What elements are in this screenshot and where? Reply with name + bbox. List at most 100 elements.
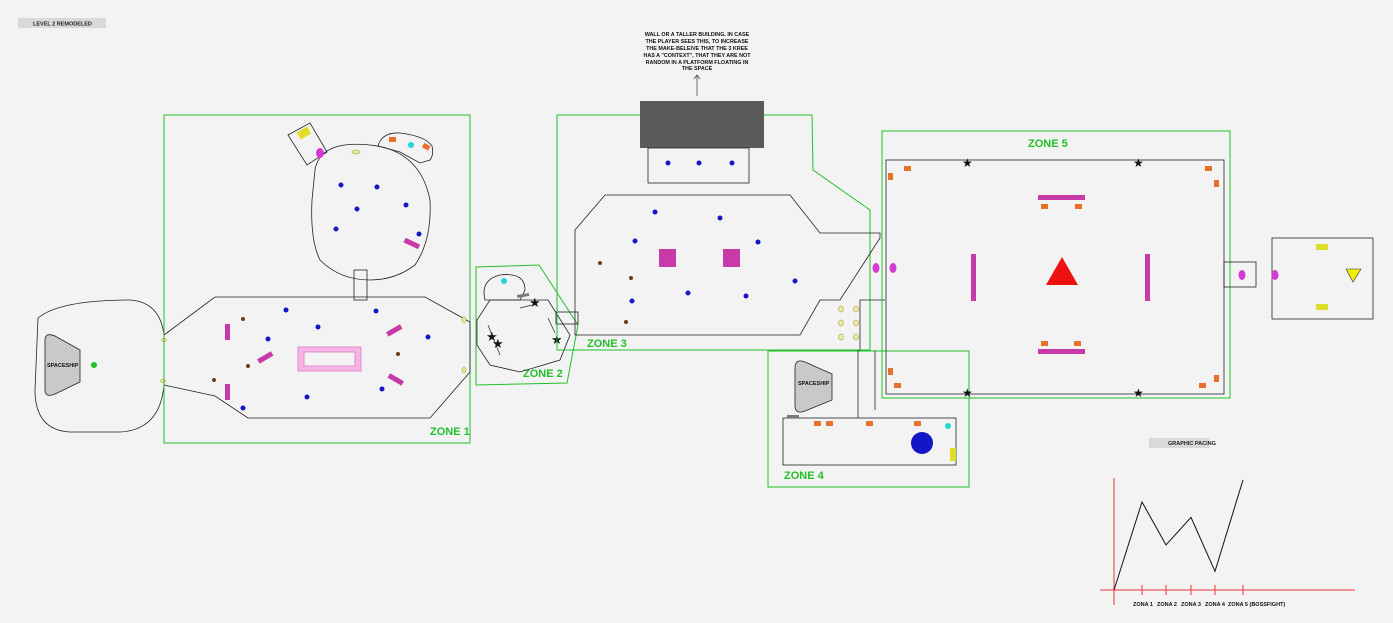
heal-pickup: [945, 423, 951, 429]
pacing-title-bg: [1149, 438, 1209, 448]
star-spawn-icon: ★: [529, 295, 541, 310]
player-spawn-marker: [91, 362, 97, 368]
start-spaceship: [44, 334, 81, 396]
enemy-marker: [240, 405, 246, 411]
pickup-orange: [389, 137, 396, 142]
note-line: RANDOM IN A PLATFORM FLOATING IN: [646, 60, 749, 66]
zone-4-boundary: [767, 350, 970, 488]
enemy-marker: [283, 307, 289, 313]
pickup-orange: [1199, 383, 1206, 388]
pickup-orange: [1205, 166, 1212, 171]
enemy-marker: [685, 290, 691, 296]
zone-4-spaceship: [794, 360, 833, 413]
zone-4-room: [782, 417, 957, 466]
cover-wall: [386, 324, 403, 337]
zone-3-back-room: [647, 147, 750, 184]
pickup-orange: [1074, 341, 1081, 346]
center-platform-inner: [303, 351, 356, 367]
pacing-title: GRAPHIC PACING: [1168, 441, 1216, 447]
door-marker: [461, 366, 467, 374]
connector-path: [859, 299, 885, 350]
zone-5-label: ZONE 5: [1028, 138, 1068, 150]
corridor: [1223, 261, 1257, 288]
pickup-orange: [1075, 204, 1082, 209]
zone-4-spaceship-label: SPACESHIP: [798, 381, 830, 387]
door-marker: [853, 333, 859, 341]
zone-1-label: ZONE 1: [430, 426, 470, 438]
note-line: HAS A "CONTEXT", THAT THEY ARE NOT: [643, 53, 751, 59]
item-marker: [396, 352, 400, 356]
ledge: [787, 415, 799, 418]
purple-teleporter: [872, 263, 880, 273]
pacing-tick-label: ZONA 2: [1157, 602, 1177, 608]
yellow-crate: [1316, 244, 1328, 250]
door-marker: [853, 319, 859, 327]
cover-wall: [387, 373, 404, 386]
pickup-orange: [894, 383, 901, 388]
purple-teleporter: [1271, 270, 1279, 280]
item-marker: [241, 317, 245, 321]
enemy-marker: [333, 226, 339, 232]
star-spawn-icon: ★: [486, 329, 498, 344]
pickup-orange: [826, 421, 833, 426]
door-marker: [461, 316, 467, 324]
enemy-marker: [265, 336, 271, 342]
zone-3-boundary: [556, 114, 871, 351]
cover-wall: [971, 254, 976, 301]
zone-5-boundary: [881, 130, 1231, 399]
star-spawn-icon: ★: [962, 156, 973, 170]
enemy-marker: [696, 160, 702, 166]
cover-wall: [257, 351, 274, 364]
purple-teleporter: [316, 148, 324, 158]
enemy-marker: [792, 278, 798, 284]
cover-block: [723, 249, 740, 267]
note-line: THE SPACE: [682, 66, 713, 72]
pacing-tick-label: ZONA 5 (BOSSFIGHT): [1228, 602, 1285, 608]
door-marker: [160, 379, 166, 383]
note-line: THE PLAYER SEES THIS, TO INCREASE: [645, 39, 748, 45]
zone-1-boundary: [163, 114, 471, 444]
enemy-marker: [665, 160, 671, 166]
item-marker: [212, 378, 216, 382]
enemy-marker: [374, 184, 380, 190]
cover-block: [659, 249, 676, 267]
cover-wall: [1038, 349, 1085, 354]
goal-marker: [1345, 268, 1362, 283]
corridor: [353, 269, 368, 301]
pickup-orange: [888, 368, 893, 375]
door-marker: [838, 333, 844, 341]
pickup-orange: [421, 142, 431, 151]
zone-1-alcove: [287, 122, 328, 166]
pacing-tick-label: ZONA 3: [1181, 602, 1201, 608]
zone-4-label: ZONE 4: [784, 470, 825, 482]
note-line: WALL OR A TALLER BUILDING. IN CASE: [645, 32, 750, 38]
heal-pickup: [408, 142, 414, 148]
enemy-marker: [729, 160, 735, 166]
zone-2-boundary: [475, 264, 579, 386]
tall-building-wall: [640, 101, 764, 148]
pacing-tick-label: ZONA 4: [1205, 602, 1226, 608]
enemy-marker: [743, 293, 749, 299]
star-spawn-icon: ★: [492, 336, 504, 351]
pickup-orange: [1214, 180, 1219, 187]
pacing-tick-label: ZONA 1: [1133, 602, 1153, 608]
star-spawn-icon: ★: [1133, 386, 1144, 400]
pickup-orange: [1214, 375, 1219, 382]
door-marker: [838, 319, 844, 327]
start-spaceship-label: SPACESHIP: [47, 363, 79, 369]
item-marker: [629, 276, 633, 280]
star-spawn-icon: ★: [1133, 156, 1144, 170]
final-room: [1271, 237, 1374, 320]
pickup-orange: [866, 421, 873, 426]
enemy-marker: [717, 215, 723, 221]
pickup-orange: [904, 166, 911, 171]
heal-pickup: [501, 278, 507, 284]
cover-wall: [225, 324, 230, 340]
zone-2-alcove: [483, 274, 526, 301]
pickup-orange: [888, 173, 893, 180]
pickup-orange: [914, 421, 921, 426]
zone-1-side-room: [377, 132, 434, 164]
patrol-arrow: [487, 324, 501, 356]
enemy-marker: [416, 231, 422, 237]
